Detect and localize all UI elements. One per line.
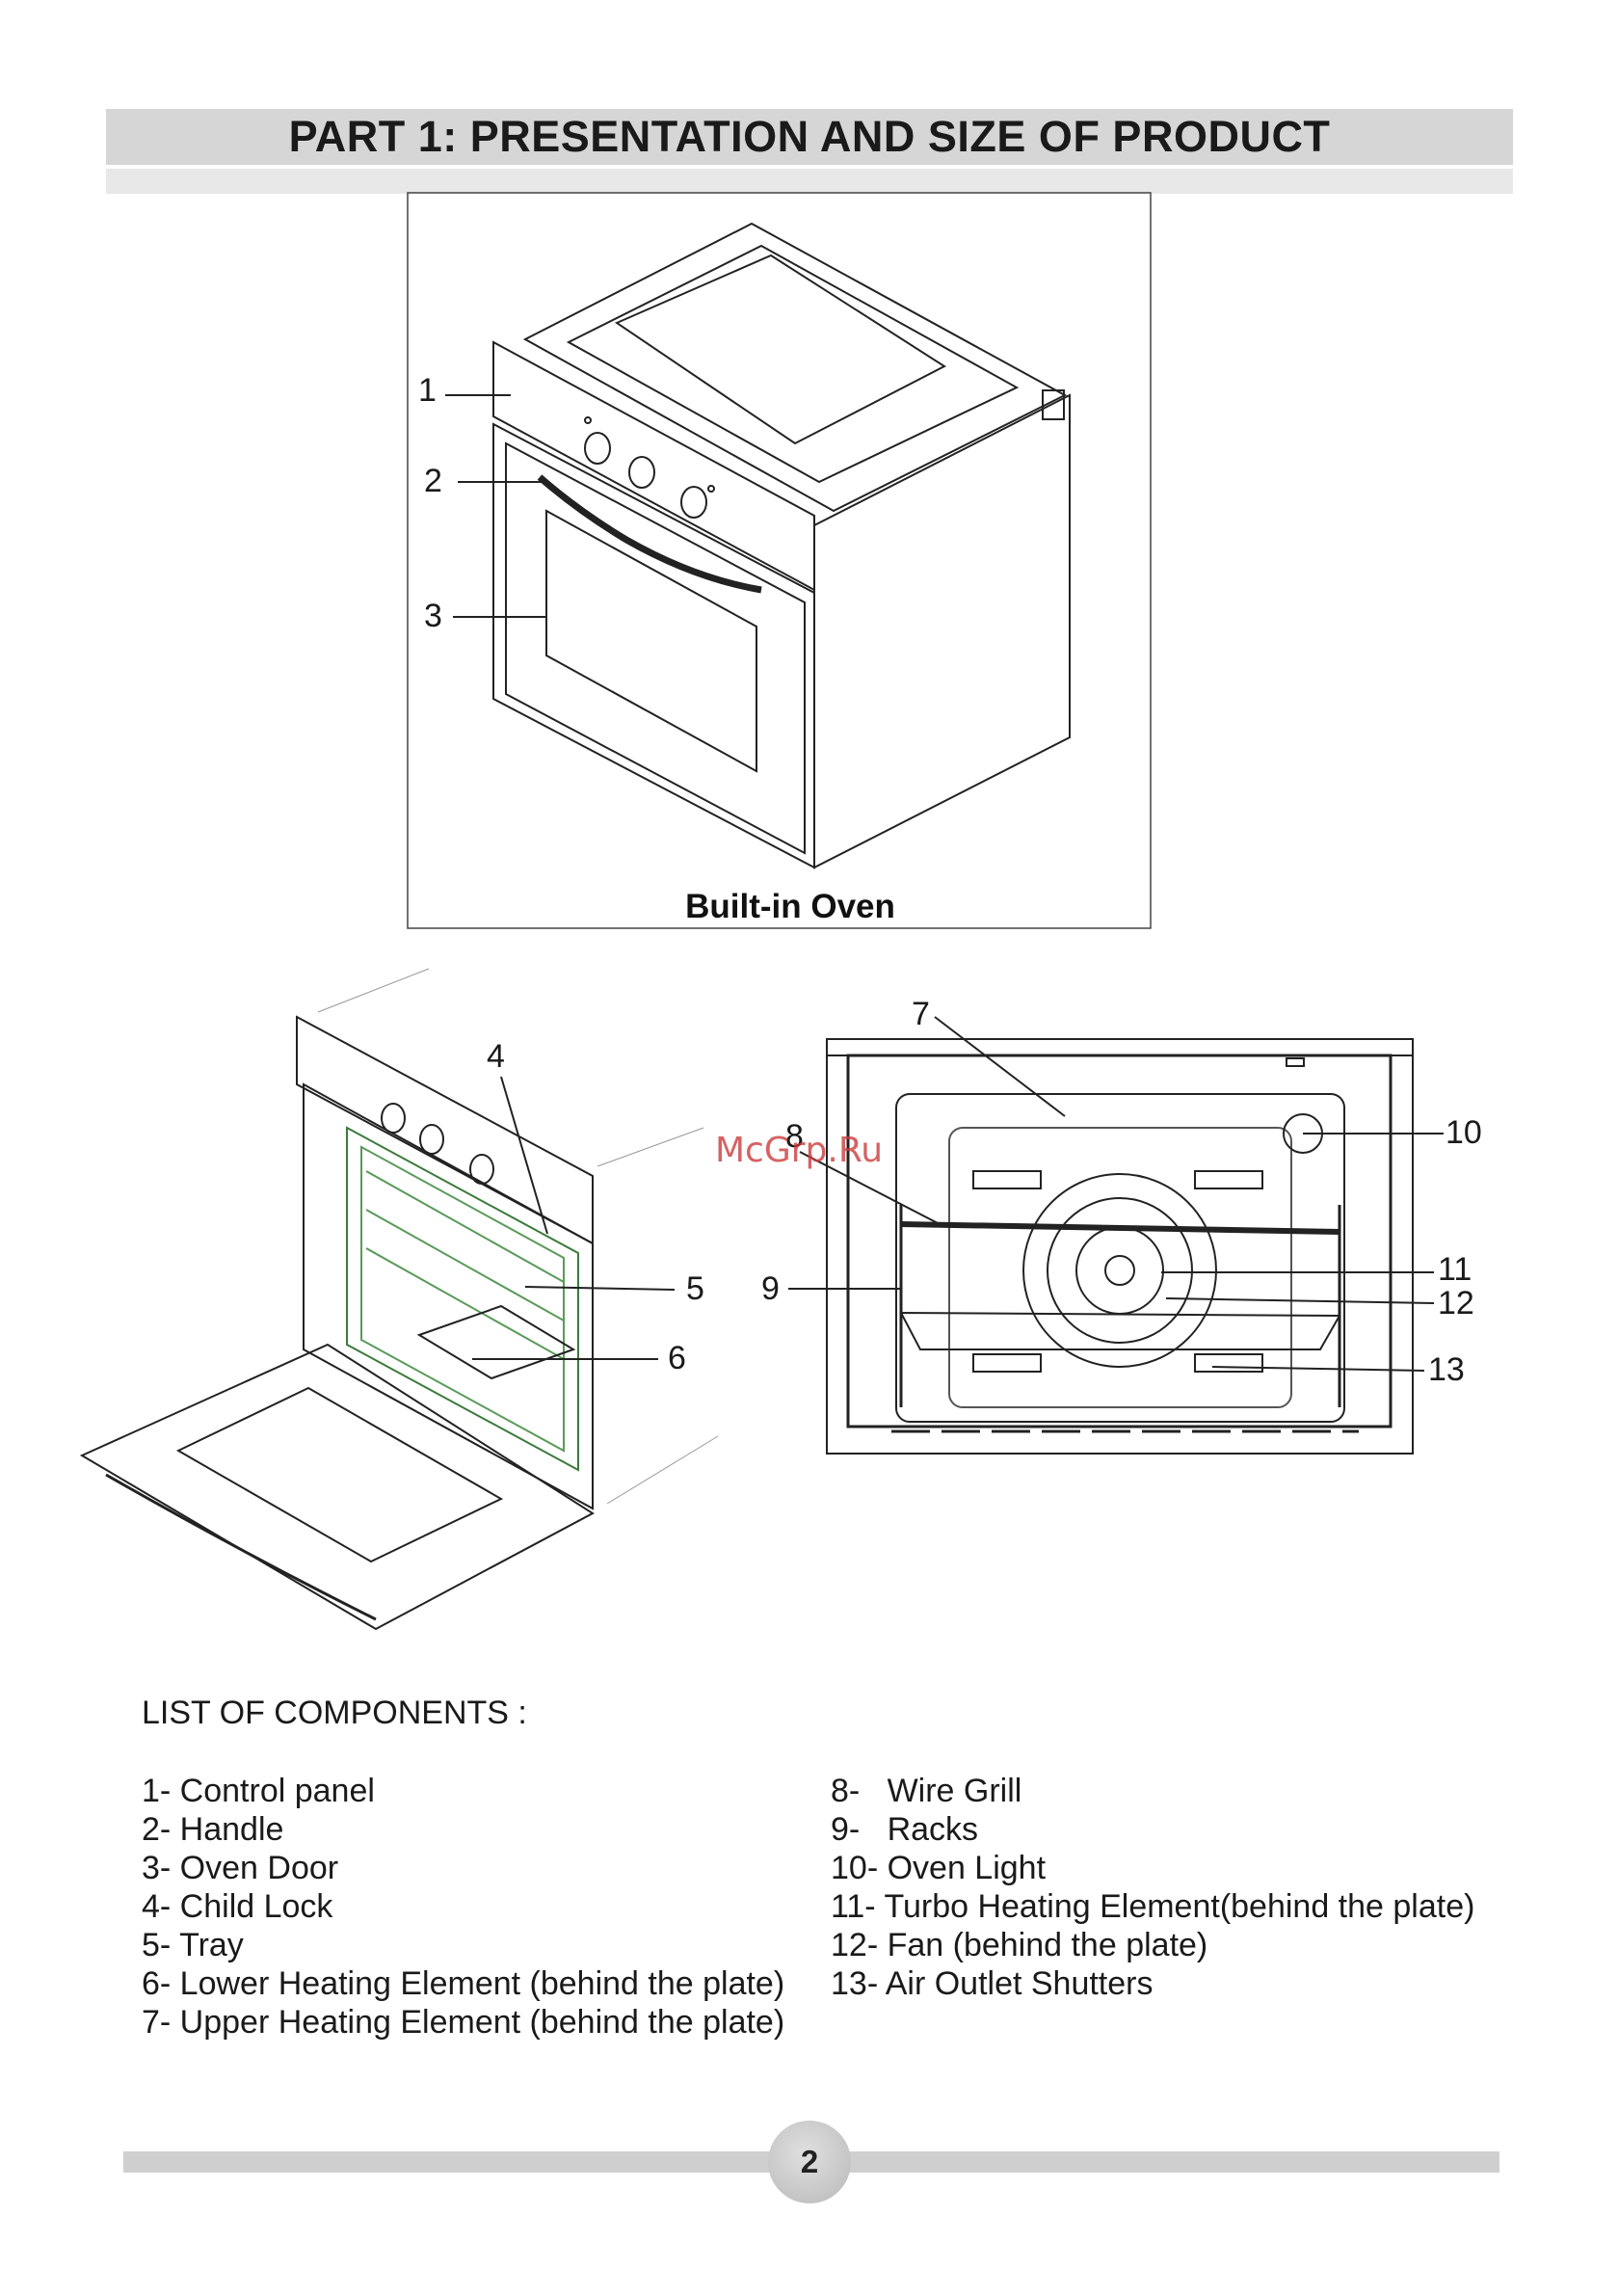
- page-number: 2: [768, 2121, 851, 2203]
- watermark: McGrp.Ru: [715, 1131, 883, 1170]
- knob-3: [680, 486, 707, 519]
- oven-door-outline: [492, 422, 815, 869]
- oven-interior-figure: [788, 1016, 1444, 1455]
- component-item: 6- Lower Heating Element (behind the pla…: [142, 1965, 785, 2002]
- callout-4: 4: [487, 1038, 505, 1075]
- callout-9: 9: [761, 1270, 780, 1307]
- figure-frame: [407, 192, 1152, 929]
- callout-3: 3: [424, 598, 442, 634]
- knob-1: [584, 432, 611, 465]
- section-header: PART 1: PRESENTATION AND SIZE OF PRODUCT: [106, 109, 1513, 165]
- components-list-left: 1- Control panel 2- Handle 3- Oven Door …: [142, 1772, 784, 2042]
- callout-10: 10: [1446, 1114, 1482, 1151]
- component-item: 12- Fan (behind the plate): [831, 1927, 1208, 1963]
- component-item: 11- Turbo Heating Element(behind the pla…: [831, 1888, 1475, 1925]
- wire-grill: [900, 1221, 1340, 1235]
- interior-outer-frame: [826, 1038, 1414, 1455]
- component-item: 13- Air Outlet Shutters: [831, 1965, 1154, 2002]
- callout-5: 5: [686, 1270, 704, 1307]
- section-title: PART 1: PRESENTATION AND SIZE OF PRODUCT: [288, 112, 1331, 161]
- callout-2: 2: [424, 463, 442, 499]
- components-title: LIST OF COMPONENTS :: [142, 1695, 527, 1731]
- callout-12: 12: [1438, 1285, 1474, 1322]
- open-oven-control-panel: [296, 1015, 594, 1245]
- component-item: 8- Wire Grill: [831, 1773, 1022, 1809]
- oven-cavity: [346, 1126, 579, 1472]
- callout-7: 7: [912, 996, 930, 1032]
- built-in-oven-figure: [407, 192, 1152, 929]
- callout-8: 8: [785, 1118, 804, 1155]
- header-underline-band: [106, 169, 1513, 194]
- component-item: 9- Racks: [831, 1811, 979, 1848]
- component-item: 10- Oven Light: [831, 1850, 1047, 1886]
- door-window: [545, 509, 757, 773]
- component-item: 2- Handle: [142, 1811, 284, 1848]
- interior-cavity: [895, 1093, 1345, 1423]
- components-list-right: 8- Wire Grill 9- Racks 10- Oven Light 11…: [831, 1772, 1474, 2003]
- component-item: 4- Child Lock: [142, 1888, 333, 1925]
- callout-1: 1: [418, 372, 437, 409]
- callout-11: 11: [1438, 1251, 1472, 1288]
- opened-door-window: [175, 1386, 504, 1563]
- knob-2: [628, 456, 655, 489]
- figure-caption: Built-in Oven: [685, 888, 895, 925]
- open-oven-figure: [79, 968, 719, 1631]
- door-handle: [537, 474, 762, 594]
- fan-guard: [1022, 1173, 1217, 1368]
- opened-door: [79, 1343, 595, 1631]
- interior-tray: [899, 1311, 1341, 1350]
- component-item: 1- Control panel: [142, 1773, 375, 1809]
- callout-13: 13: [1428, 1351, 1465, 1388]
- control-panel-outline: [492, 340, 815, 592]
- component-item: 3- Oven Door: [142, 1850, 339, 1886]
- callout-6: 6: [668, 1340, 686, 1376]
- component-item: 7- Upper Heating Element (behind the pla…: [142, 2004, 785, 2041]
- component-item: 5- Tray: [142, 1927, 244, 1963]
